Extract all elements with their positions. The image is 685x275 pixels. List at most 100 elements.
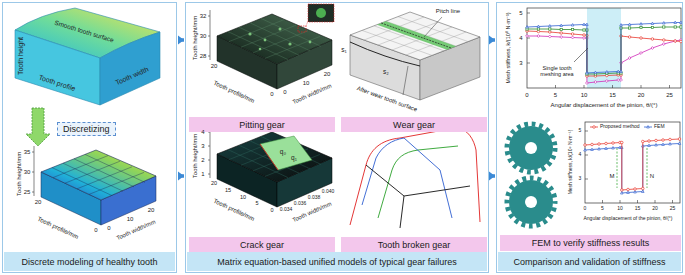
pitting-surface-plot-part: [208, 36, 210, 37]
tick-label: 25: [666, 92, 673, 98]
pitting-surface-plot-part: [264, 39, 267, 42]
mesh-stiffness-plot-part: [574, 48, 588, 62]
legend-sample: [590, 127, 598, 128]
tick-label: 3: [201, 143, 204, 149]
smooth-tooth-block: [15, 8, 160, 105]
annotation-label: M: [610, 173, 615, 179]
fem-comparison-plot: [585, 122, 680, 203]
tick-label: 4: [519, 35, 522, 41]
broken-tooth-wireframe-part: [366, 165, 470, 228]
flow-arrow: [490, 174, 495, 178]
tick-label: 25: [24, 189, 31, 195]
tick-label: 20: [35, 199, 42, 205]
annotation-label: Tooth width/mm: [292, 83, 333, 106]
tick-label: 5: [579, 128, 582, 133]
band-label: FEM to verify stiffness results: [532, 238, 649, 248]
flow-arrow: [178, 174, 184, 178]
tick-label: 0.036: [294, 201, 307, 206]
tick-label: 0: [584, 206, 587, 211]
tick-label: 0.038: [308, 195, 321, 200]
mesh-stiffness-plot: [527, 8, 681, 88]
wear-tooth-block-part: [350, 12, 480, 60]
wear-tooth-block-part: [403, 66, 408, 95]
tick-label: 20: [638, 92, 645, 98]
tick-label: 10: [617, 206, 623, 211]
band-label: Pitting gear: [239, 120, 285, 130]
section-panel: Comparison and validation of stiffness FE…: [496, 2, 683, 273]
annotation-label: Tooth width: [114, 65, 149, 86]
wear-tooth-block-part: [362, 17, 468, 56]
pitting-surface-plot: [208, 4, 334, 89]
gear-pair-part: [525, 142, 537, 154]
matrix-surface-plot-part: [32, 172, 34, 173]
annotation-label: Tooth height/mm: [192, 134, 198, 178]
matrix-surface-plot-part: [41, 150, 156, 200]
tick-label: 0: [270, 208, 273, 214]
wear-tooth-block-part-part: [398, 17, 468, 42]
tick-label: 0: [525, 92, 528, 98]
mesh-stiffness-plot-part-part: [641, 85, 642, 88]
wear-tooth-block: [350, 12, 480, 100]
legend-label: Proposed method: [600, 124, 639, 129]
annotation-label: s₂: [383, 69, 389, 76]
broken-tooth-wireframe-part: [350, 128, 480, 225]
tick-label: 0.040: [322, 189, 335, 194]
crack-surface-plot-part: [208, 146, 210, 147]
tick-label: 0: [107, 225, 110, 231]
tick-label: 5: [255, 201, 258, 207]
tick-label: 32: [200, 13, 207, 19]
legend-sample: [644, 127, 652, 128]
annotation-label: Tooth profile/mm: [213, 198, 256, 222]
broken-tooth-wireframe: [350, 128, 480, 228]
flow-arrow: [490, 38, 495, 42]
pitting-surface-plot-part: [248, 32, 251, 35]
broken-tooth-wireframe-part: [378, 146, 458, 218]
smooth-tooth-block-part: [15, 30, 100, 105]
annotation-label: N: [650, 173, 654, 179]
caption-band: Crack gear: [189, 237, 335, 252]
discretizing-arrow: [26, 108, 50, 146]
fem-comparison-plot-part-part: [585, 131, 588, 132]
panel-heading: Comparison and validation of stiffness: [498, 252, 681, 271]
tick-label: 5: [554, 92, 557, 98]
section-panel: Discrete modeling of healthy tooth Discre…: [2, 2, 177, 273]
tick-label: 20: [652, 206, 658, 211]
panel-heading: Discrete modeling of healthy tooth: [4, 252, 175, 271]
fem-comparison-plot-part: [585, 139, 680, 190]
wear-tooth-block-part: [381, 23, 451, 48]
tick-label: 0: [94, 227, 97, 233]
tick-label: 10: [240, 195, 246, 201]
pitting-surface-plot-part: [210, 10, 211, 60]
pitting-surface-plot-part: [208, 16, 210, 17]
tick-label: 0.034: [280, 207, 293, 212]
legend-label: FEM: [654, 124, 665, 129]
fem-comparison-plot-part-part: [602, 200, 603, 203]
fem-comparison-plot-part: [647, 148, 648, 188]
section-panel: Matrix equation-based unified models of …: [185, 2, 489, 273]
mesh-stiffness-plot-part: [527, 8, 681, 88]
fem-comparison-plot-part-part: [585, 179, 588, 180]
connector-group: [178, 40, 495, 176]
crack-surface-plot-part: [260, 144, 278, 170]
wear-tooth-block-part: [350, 42, 420, 66]
matrix-surface-plot: [32, 146, 156, 225]
tick-label: 0: [283, 89, 286, 95]
tick-label: 10: [127, 216, 134, 222]
mesh-stiffness-plot-part-part: [555, 85, 556, 88]
annotation-label: Tooth height: [17, 37, 24, 75]
fem-comparison-plot-part-part: [655, 200, 656, 203]
mesh-stiffness-plot-part-part: [527, 38, 530, 39]
process-box: Discretizing: [57, 122, 116, 136]
tick-label: 20: [148, 207, 155, 213]
tick-label: 25: [670, 206, 676, 211]
annotation-label: Smooth tooth surface: [53, 20, 114, 45]
box-label: Discretizing: [63, 124, 110, 134]
tick-label: 15: [225, 188, 231, 194]
pitting-surface-plot-part: [279, 28, 282, 31]
mesh-stiffness-plot-part-part: [669, 85, 670, 88]
gear-pair-part: [525, 196, 537, 208]
annotation-label: Angular displacement of the pinion, θ/(°…: [584, 216, 673, 221]
caption-band: FEM to verify stiffness results: [500, 235, 681, 251]
tick-label: 35: [24, 149, 31, 155]
pitting-surface-plot-part: [208, 56, 210, 57]
